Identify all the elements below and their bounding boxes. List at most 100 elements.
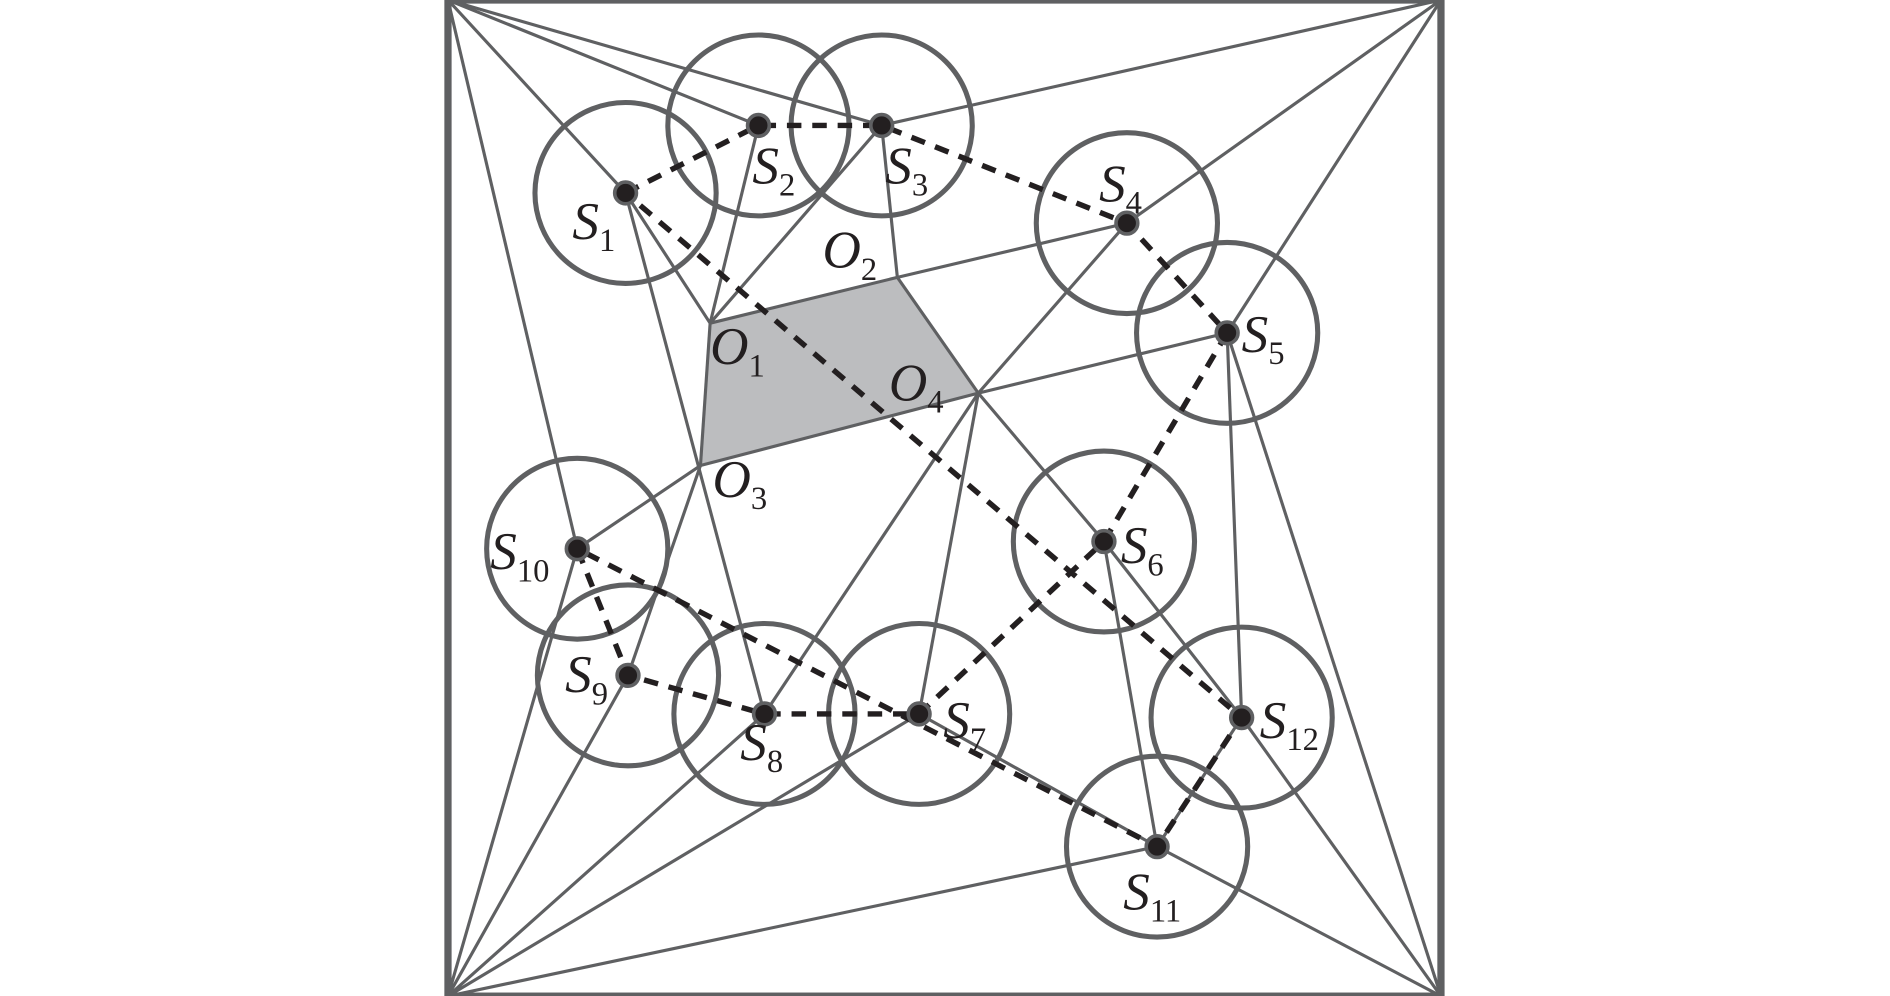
- label-subscript: 4: [1126, 185, 1142, 221]
- sensor-node-s11: [1144, 833, 1170, 860]
- sensor-node-s8: [751, 701, 778, 727]
- sensor-label-s12: S12: [1260, 692, 1319, 758]
- label-letter: S: [1121, 517, 1148, 575]
- vertex-label-o4: O4: [889, 354, 944, 420]
- label-letter: S: [885, 137, 912, 195]
- sensor-node-s3: [868, 112, 895, 139]
- vertex-label-o3: O3: [713, 451, 768, 517]
- sensing-circle-s5: [1134, 239, 1321, 426]
- label-letter: O: [710, 318, 748, 376]
- boundary-square: [444, 0, 1445, 996]
- label-subscript: 4: [927, 384, 943, 420]
- sensor-label-s10: S10: [490, 523, 549, 589]
- label-letter: S: [1099, 155, 1126, 213]
- edge-O3-O4: [700, 391, 979, 468]
- label-letter: O: [889, 354, 927, 412]
- edge-S5-BR: [1225, 332, 1443, 996]
- label-letter: O: [713, 451, 751, 509]
- sensing-circle-s1: [532, 99, 719, 286]
- sensor-nodes: [564, 112, 1255, 860]
- edge-O2-S4: [896, 221, 1128, 279]
- edge-O1-O3: [698, 323, 712, 466]
- edge-S4-TR: [1125, 0, 1442, 225]
- edge-O2-O4: [896, 276, 980, 395]
- edge-S3-TR: [881, 0, 1442, 127]
- edge-S3-O2: [880, 125, 899, 278]
- sensor-node-s7: [906, 701, 932, 727]
- edge-S6-S11: [1102, 541, 1159, 847]
- edge-S2-O1: [708, 125, 760, 324]
- edge-TL-S2: [447, 0, 760, 127]
- label-subscript: 1: [599, 223, 615, 259]
- sensor-label-s11: S11: [1123, 863, 1181, 929]
- edge-O4-S6: [977, 392, 1106, 543]
- edge-S9-BL: [446, 674, 630, 996]
- sensor-label-s5: S5: [1242, 306, 1285, 372]
- edge-S5-TR: [1225, 0, 1443, 334]
- edge-S8-BL: [446, 712, 766, 996]
- sensing-circle-s9: [534, 582, 722, 769]
- label-subscript: 2: [861, 252, 877, 288]
- label-letter: S: [740, 714, 767, 772]
- sensor-label-s6: S6: [1121, 517, 1164, 583]
- edge-S12-BR: [1240, 716, 1443, 996]
- sensing-circle-s10: [484, 455, 671, 642]
- label-subscript: 3: [751, 481, 767, 517]
- label-letter: S: [565, 646, 592, 704]
- edge-O3-S10: [576, 464, 702, 551]
- sensor-node-s2: [745, 112, 772, 139]
- edge-S11-BL: [447, 845, 1158, 996]
- label-subscript: 8: [767, 744, 783, 780]
- sensing-circle-s4: [1033, 130, 1221, 317]
- edge-S11-BR: [1156, 845, 1442, 996]
- edge-S6-S12: [1102, 540, 1243, 719]
- edge-O4-S5: [977, 331, 1228, 395]
- label-letter: S: [943, 692, 970, 750]
- edge-TL-S10: [446, 0, 579, 550]
- label-subscript: 9: [592, 676, 608, 712]
- vertex-label-o1: O1: [710, 318, 765, 384]
- sensor-label-s4: S4: [1099, 155, 1142, 221]
- sensing-circle-s12: [1148, 624, 1335, 811]
- sensor-node-s1: [612, 180, 639, 206]
- label-subscript: 6: [1147, 547, 1163, 583]
- label-letter: S: [490, 523, 517, 581]
- sensor-node-s9: [615, 662, 641, 689]
- label-subscript: 5: [1268, 336, 1284, 372]
- sensor-node-s12: [1228, 704, 1255, 731]
- sensor-node-s5: [1214, 320, 1240, 346]
- vertex-label-o2: O2: [822, 222, 877, 288]
- edge-S1-O1: [624, 192, 712, 325]
- label-letter: S: [752, 137, 779, 195]
- edge-TL-S1: [446, 0, 627, 195]
- sensor-label-s1: S1: [572, 193, 615, 259]
- label-subscript: 3: [912, 167, 928, 203]
- sensing-circle-s6: [1010, 448, 1198, 635]
- edge-TL-S3: [447, 0, 883, 127]
- sensor-label-s3: S3: [885, 137, 928, 203]
- sensor-label-s7: S7: [943, 692, 986, 758]
- sensor-node-s4: [1114, 210, 1140, 236]
- label-letter: S: [1123, 863, 1150, 921]
- label-subscript: 1: [748, 348, 764, 384]
- shaded-region-o1-o2-o4-o3: [700, 277, 979, 466]
- sensor-node-s10: [564, 536, 590, 562]
- edge-S5-S12: [1225, 332, 1244, 718]
- sensor-label-s9: S9: [565, 646, 608, 712]
- label-subscript: 11: [1150, 893, 1181, 929]
- sensor-node-s6: [1091, 528, 1117, 555]
- label-subscript: 2: [779, 167, 795, 203]
- edge-O4-S7: [917, 392, 980, 715]
- sensor-label-s2: S2: [752, 137, 795, 203]
- label-letter: S: [1242, 306, 1269, 364]
- label-letter: S: [572, 193, 599, 251]
- label-letter: O: [822, 222, 860, 280]
- sensor-label-s8: S8: [740, 714, 783, 780]
- edge-O1-O2: [709, 275, 898, 325]
- label-letter: S: [1260, 692, 1287, 750]
- label-subscript: 10: [517, 553, 550, 589]
- edge-O4-S4: [977, 222, 1129, 395]
- label-subscript: 12: [1286, 722, 1319, 758]
